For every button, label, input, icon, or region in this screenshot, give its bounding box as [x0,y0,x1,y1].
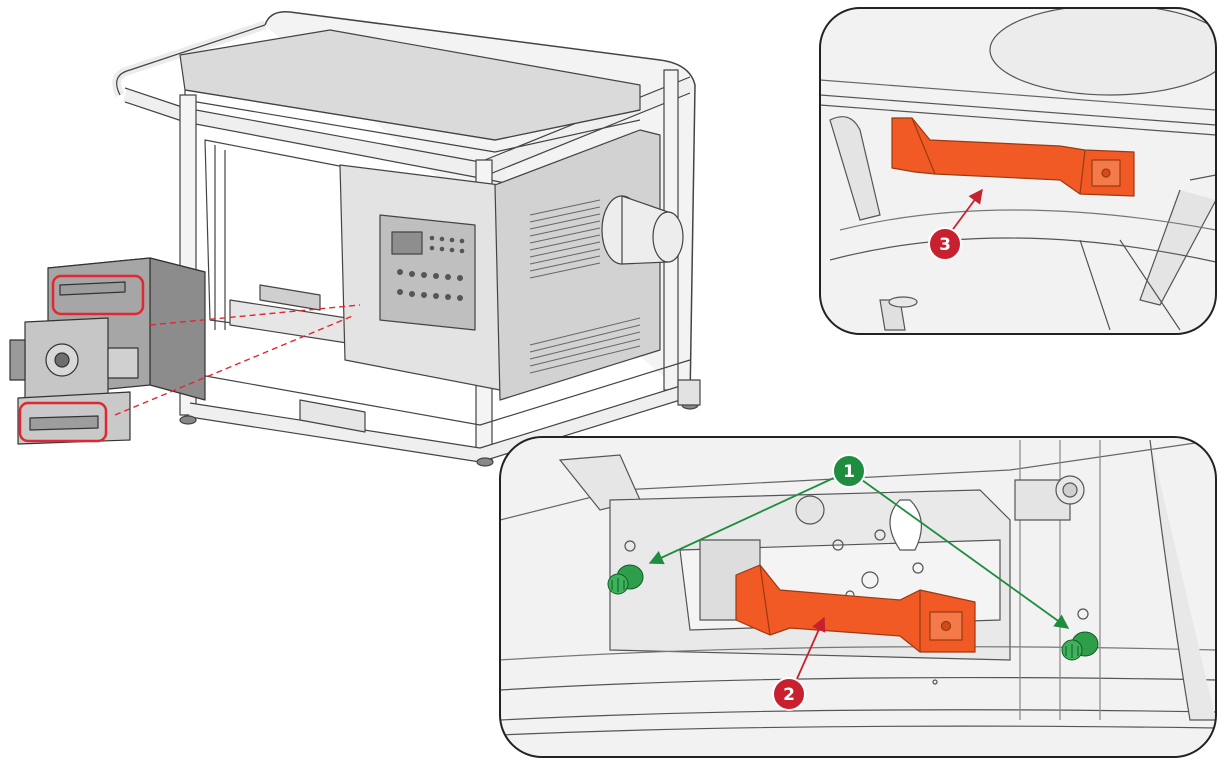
lamp-house-fixing-screw-right [1061,631,1099,661]
svg-text:2: 2 [783,685,795,705]
detail-inset-top-handle [819,7,1217,335]
detail-inset-bottom-handle [499,436,1217,758]
bottom-handle [735,564,976,653]
callout-1: 1 [832,454,866,488]
projector-frame-drawing [112,11,701,467]
frame-tube-right-top [477,78,693,177]
callout-2: 2 [772,677,806,711]
callout-2-leader [791,616,826,691]
callout-3: 3 [928,227,962,261]
highlight-bottom-handle [18,401,108,443]
vent-grille-upper [529,199,601,279]
lamp-house-bottom-handle [29,415,99,431]
control-buttons [397,235,465,301]
highlight-top-handle [51,274,145,316]
svg-text:1: 1 [843,462,855,482]
lamp-house-fixing-screw-left [607,564,644,595]
lens [601,195,684,265]
lamp-house-top-handle [59,281,126,296]
lift-handle-bottom [299,399,366,433]
insertion-guide-lines [114,304,361,416]
frame-tube-bottom [188,383,693,462]
vent-grille-lower [529,317,641,374]
lamp-house [9,257,206,445]
top-handle [891,117,1135,197]
lamp-house-side [149,257,206,401]
callout-1-leaders [648,475,1070,629]
svg-text:3: 3 [939,235,951,255]
